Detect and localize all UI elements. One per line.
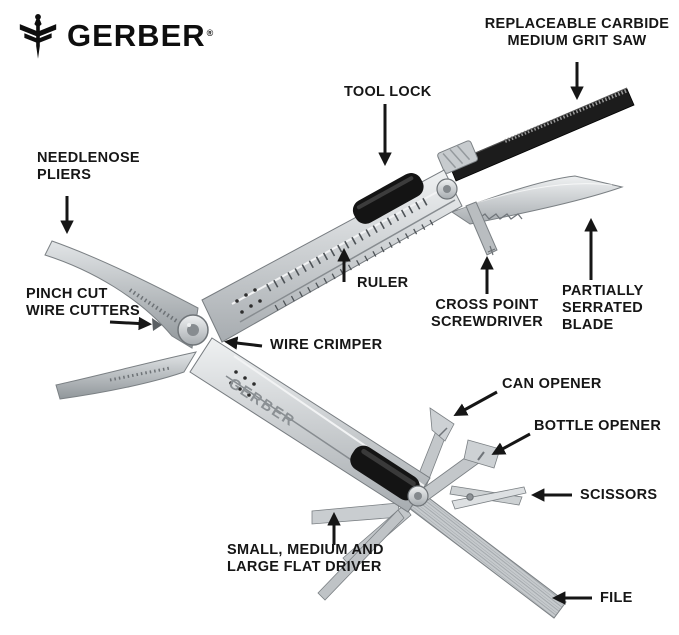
file-tool: [408, 491, 567, 619]
label-wire-crimper: WIRE CRIMPER: [270, 337, 383, 353]
cross-point-screwdriver: [465, 201, 498, 256]
arrow-to-can-opener: [453, 390, 498, 416]
tool-lock-slider: [352, 173, 424, 224]
wire-cutter-notch: [152, 318, 162, 331]
arrow-to-wire-cutters: [109, 316, 153, 331]
upper-handle: [201, 169, 463, 343]
label-needlenose-pliers: NEEDLENOSE PLIERS: [37, 150, 140, 184]
label-bottle-opener: BOTTLE OPENER: [534, 418, 662, 434]
carbide-saw: [448, 87, 635, 182]
label-wire-cutters: PINCH CUT WIRE CUTTERS: [26, 286, 140, 320]
scissors-tool: [449, 485, 527, 510]
gerber-logo: GERBER®: [18, 13, 214, 59]
grip-dots-lower: [229, 370, 256, 397]
label-carbide-saw: REPLACEABLE CARBIDE MEDIUM GRIT SAW: [484, 16, 670, 50]
pliers-pivot: [177, 314, 209, 346]
label-serrated-blade: PARTIALLY SERRATED BLADE: [562, 283, 644, 334]
gerber-sword-icon: [19, 14, 57, 59]
upper-cluster-bolt: [436, 178, 458, 200]
arrow-to-crimper: [223, 336, 263, 350]
label-cross-point-screwdriver: CROSS POINT SCREWDRIVER: [430, 297, 544, 331]
lower-grip: [350, 445, 420, 501]
label-file: FILE: [600, 590, 633, 606]
label-tool-lock: TOOL LOCK: [344, 84, 432, 100]
ruler-marks: [266, 195, 440, 311]
annotation-arrows: [60, 62, 598, 605]
registered-mark: ®: [206, 28, 214, 38]
label-flat-drivers: SMALL, MEDIUM AND LARGE FLAT DRIVER: [227, 542, 384, 576]
saw-coupler: [437, 140, 479, 174]
label-can-opener: CAN OPENER: [502, 376, 602, 392]
brand-name: GERBER: [67, 18, 206, 53]
lower-cluster-bolt: [407, 485, 429, 507]
arrow-to-bottle-opener: [491, 432, 531, 455]
label-ruler: RULER: [357, 275, 409, 291]
grip-dots-upper: [235, 288, 262, 314]
needlenose-jaws: [44, 240, 199, 400]
label-scissors: SCISSORS: [580, 487, 658, 503]
